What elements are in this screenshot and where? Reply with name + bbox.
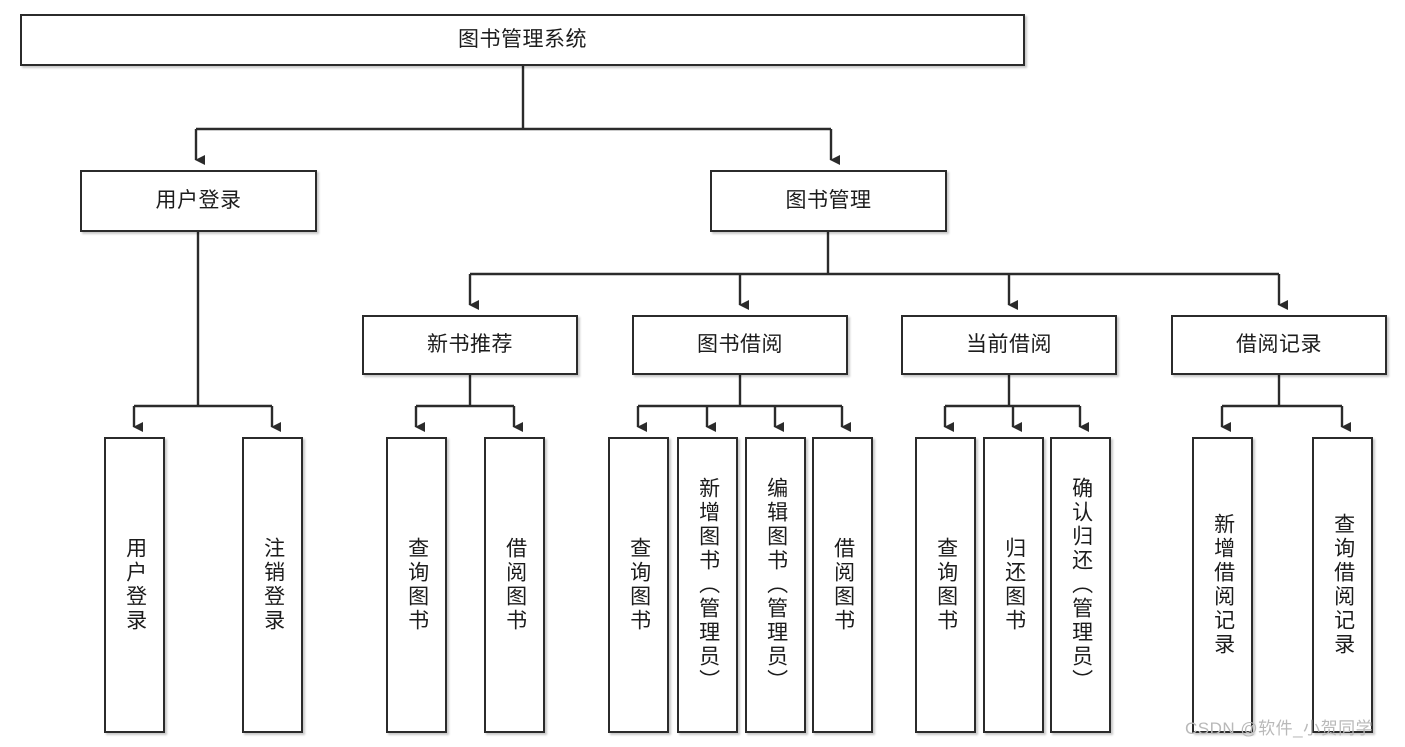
leaf-query-book-current[interactable]: 查询图书 — [915, 437, 976, 733]
node-label: 新增借阅记录 — [1211, 513, 1235, 657]
node-label: 图书借阅 — [697, 332, 783, 356]
node-new-book-recommend[interactable]: 新书推荐 — [362, 315, 578, 375]
node-label: 借阅图书 — [831, 537, 855, 633]
leaf-query-book-recommend[interactable]: 查询图书 — [386, 437, 447, 733]
leaf-add-book-admin[interactable]: 新增图书（管理员） — [677, 437, 738, 733]
leaf-return-book[interactable]: 归还图书 — [983, 437, 1044, 733]
leaf-query-book-borrow[interactable]: 查询图书 — [608, 437, 669, 733]
watermark: CSDN @软件_小贺同学 — [1185, 719, 1374, 738]
node-label: 用户登录 — [155, 188, 242, 212]
node-label: 借阅记录 — [1236, 332, 1322, 356]
node-label: 图书管理系统 — [458, 27, 587, 51]
leaf-borrow-book-recommend[interactable]: 借阅图书 — [484, 437, 545, 733]
node-label: 确认归还（管理员） — [1069, 477, 1093, 693]
leaf-add-borrow-record[interactable]: 新增借阅记录 — [1192, 437, 1253, 733]
node-label: 查询图书 — [934, 537, 958, 633]
node-book-management[interactable]: 图书管理 — [710, 170, 947, 232]
node-label: 图书管理 — [785, 188, 872, 212]
leaf-edit-book-admin[interactable]: 编辑图书（管理员） — [745, 437, 806, 733]
node-root[interactable]: 图书管理系统 — [20, 14, 1025, 66]
node-label: 新增图书（管理员） — [696, 477, 720, 693]
leaf-query-borrow-record[interactable]: 查询借阅记录 — [1312, 437, 1373, 733]
node-label: 借阅图书 — [503, 537, 527, 633]
leaf-borrow-book[interactable]: 借阅图书 — [812, 437, 873, 733]
leaf-user-login[interactable]: 用户登录 — [104, 437, 165, 733]
leaf-confirm-return-admin[interactable]: 确认归还（管理员） — [1050, 437, 1111, 733]
node-label: 查询图书 — [627, 537, 651, 633]
node-label: 当前借阅 — [966, 332, 1052, 356]
node-current-borrow[interactable]: 当前借阅 — [901, 315, 1117, 375]
node-label: 查询图书 — [405, 537, 429, 633]
node-label: 归还图书 — [1002, 537, 1026, 633]
leaf-logout[interactable]: 注销登录 — [242, 437, 303, 733]
node-borrow-records[interactable]: 借阅记录 — [1171, 315, 1387, 375]
node-label: 注销登录 — [261, 537, 285, 633]
node-label: 查询借阅记录 — [1331, 513, 1355, 657]
node-book-borrow[interactable]: 图书借阅 — [632, 315, 848, 375]
node-user-login[interactable]: 用户登录 — [80, 170, 317, 232]
node-label: 用户登录 — [123, 537, 147, 633]
node-label: 编辑图书（管理员） — [764, 477, 788, 693]
node-label: 新书推荐 — [427, 332, 513, 356]
